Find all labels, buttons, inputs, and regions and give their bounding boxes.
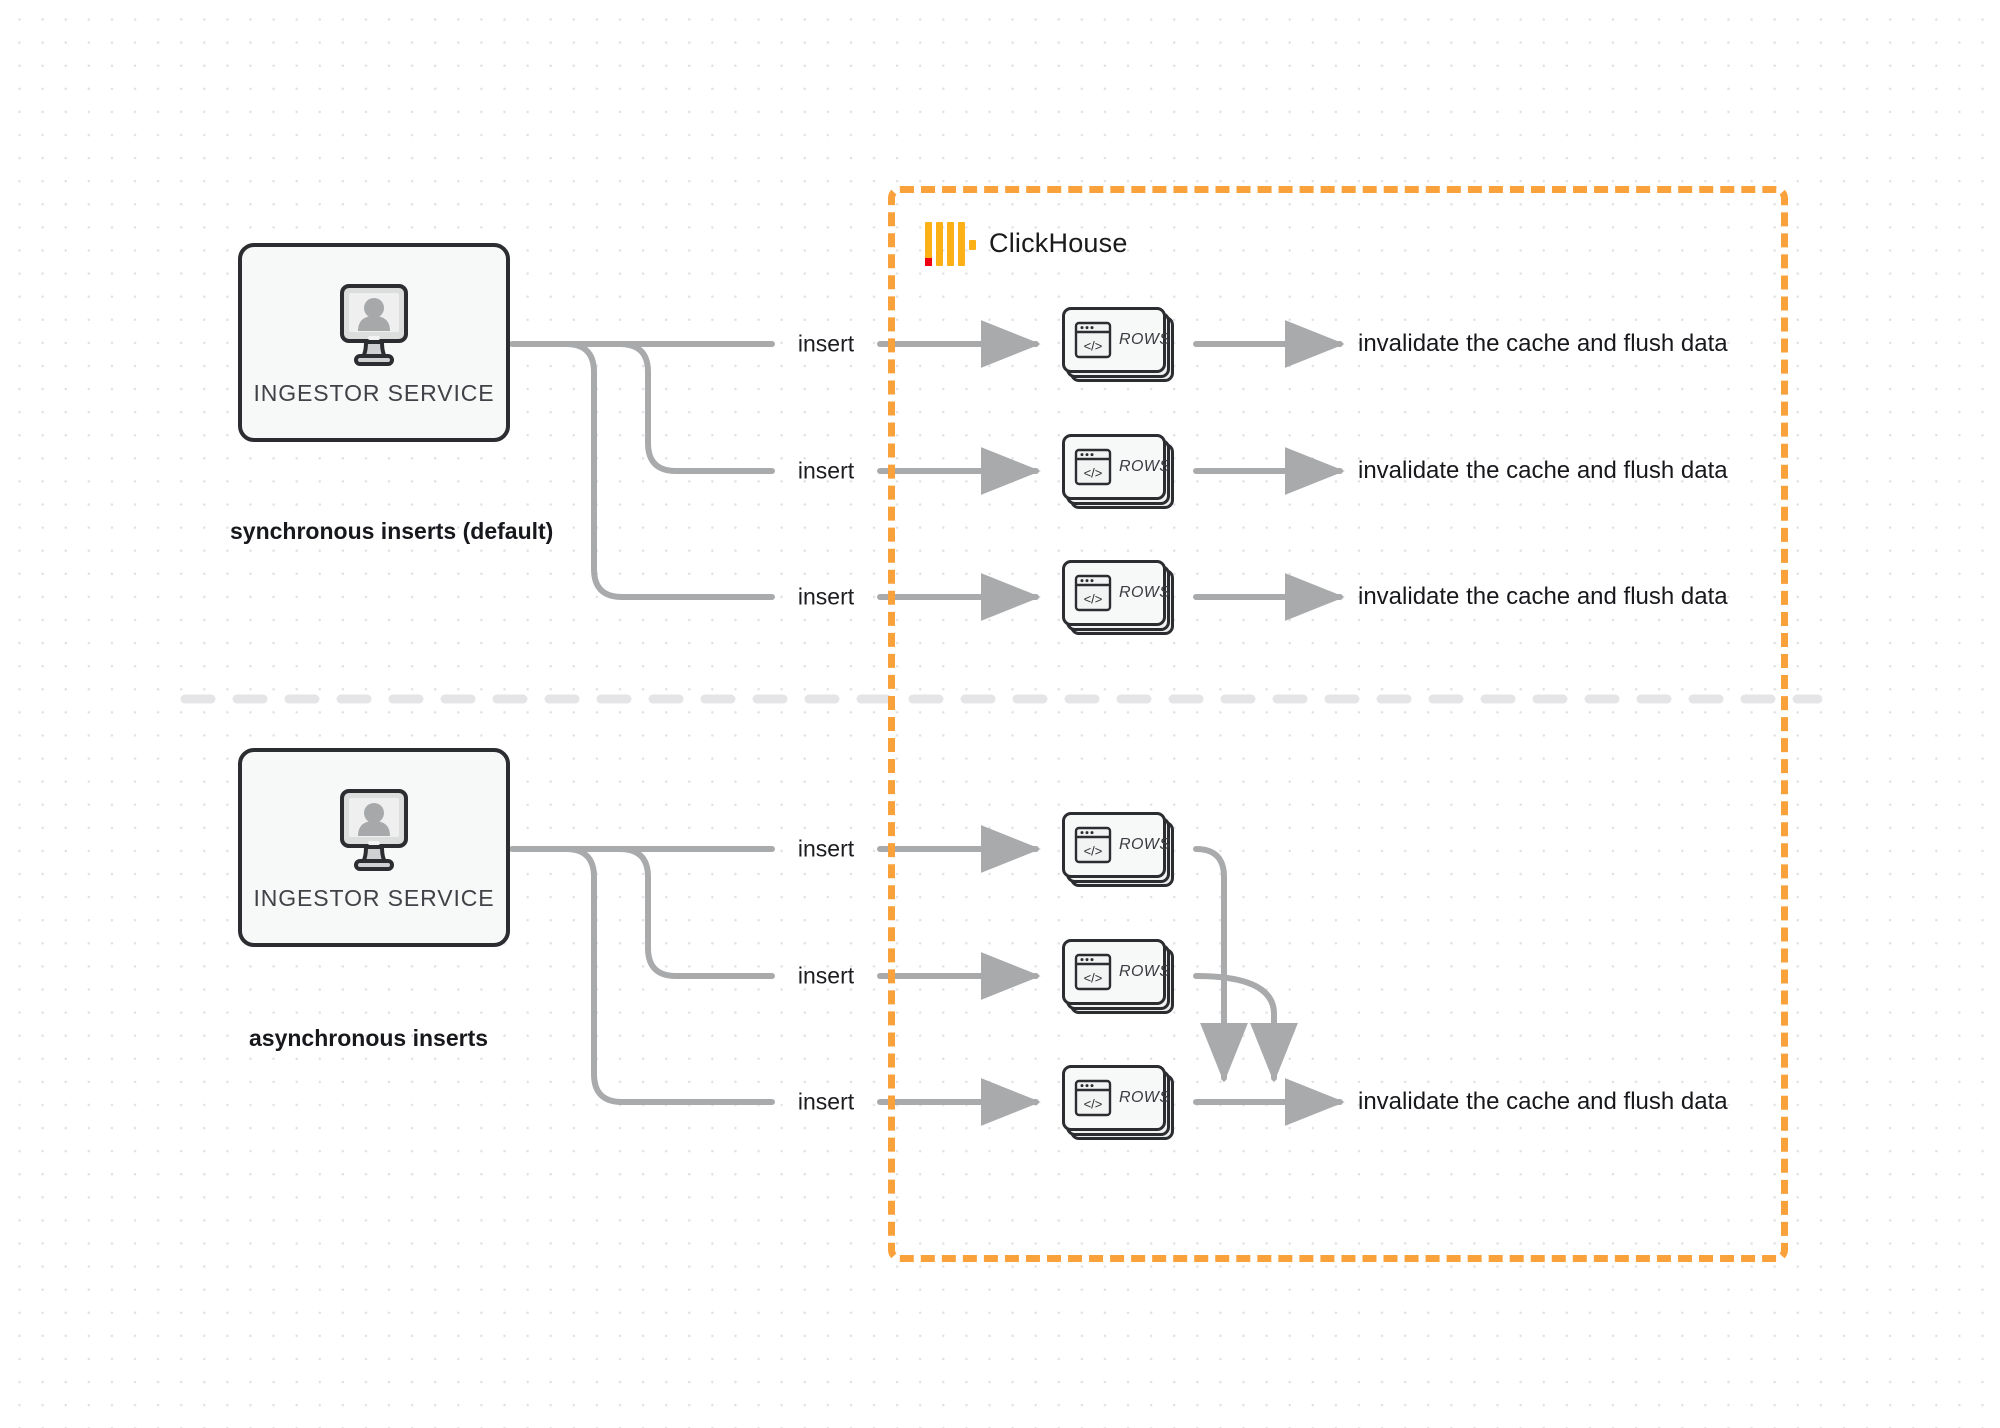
- rows-node-label: ROWS: [1119, 584, 1171, 601]
- code-window-icon: </>: [1074, 1079, 1112, 1117]
- rows-node-label: ROWS: [1119, 1089, 1171, 1106]
- rows-node-sync-3[interactable]: </> ROWS: [1062, 560, 1174, 635]
- clickhouse-header: ClickHouse: [925, 218, 1128, 268]
- ingestor-service-asynchronous[interactable]: INGESTOR SERVICE: [238, 748, 510, 947]
- edge-label-insert-async-3: insert: [797, 1088, 855, 1115]
- edge-label-insert-sync-1: insert: [797, 330, 855, 357]
- svg-text:</>: </>: [1084, 844, 1103, 859]
- ingestor-service-synchronous[interactable]: INGESTOR SERVICE: [238, 243, 510, 442]
- result-label-sync-2: invalidate the cache and flush data: [1358, 457, 1728, 484]
- rows-node-stack-front: </> ROWS: [1062, 812, 1170, 878]
- clickhouse-title: ClickHouse: [989, 227, 1128, 258]
- code-window-icon: </>: [1074, 448, 1112, 486]
- rows-node-stack-front: </> ROWS: [1062, 434, 1170, 500]
- edge-label-insert-sync-2: insert: [797, 457, 855, 484]
- rows-node-label: ROWS: [1119, 458, 1171, 475]
- code-window-icon: </>: [1074, 826, 1112, 864]
- svg-text:</>: </>: [1084, 339, 1103, 354]
- caption-asynchronous-inserts: asynchronous inserts: [249, 1025, 489, 1051]
- ingestor-service-label: INGESTOR SERVICE: [253, 380, 495, 406]
- rows-node-label: ROWS: [1119, 331, 1171, 348]
- svg-text:</>: </>: [1084, 971, 1103, 986]
- clickhouse-boundary: [888, 186, 1788, 1262]
- clickhouse-logo-icon: [925, 220, 976, 266]
- rows-node-async-1[interactable]: </> ROWS: [1062, 812, 1174, 887]
- rows-node-label: ROWS: [1119, 836, 1171, 853]
- rows-node-async-2[interactable]: </> ROWS: [1062, 939, 1174, 1014]
- rows-node-sync-1[interactable]: </> ROWS: [1062, 307, 1174, 382]
- ingestor-service-label: INGESTOR SERVICE: [253, 885, 495, 911]
- svg-text:</>: </>: [1084, 1097, 1103, 1112]
- caption-synchronous-inserts: synchronous inserts (default): [230, 518, 554, 544]
- rows-node-stack-front: </> ROWS: [1062, 307, 1170, 373]
- rows-node-label: ROWS: [1119, 963, 1171, 980]
- edge-label-insert-sync-3: insert: [797, 583, 855, 610]
- result-label-sync-1: invalidate the cache and flush data: [1358, 330, 1728, 357]
- edge-label-insert-async-2: insert: [797, 962, 855, 989]
- svg-text:</>: </>: [1084, 466, 1103, 481]
- result-label-sync-3: invalidate the cache and flush data: [1358, 583, 1728, 610]
- rows-node-sync-2[interactable]: </> ROWS: [1062, 434, 1174, 509]
- code-window-icon: </>: [1074, 321, 1112, 359]
- rows-node-async-3[interactable]: </> ROWS: [1062, 1065, 1174, 1140]
- code-window-icon: </>: [1074, 953, 1112, 991]
- code-window-icon: </>: [1074, 574, 1112, 612]
- monitor-user-icon: [324, 284, 424, 372]
- monitor-user-icon: [324, 789, 424, 877]
- result-label-async-merged: invalidate the cache and flush data: [1358, 1088, 1728, 1115]
- rows-node-stack-front: </> ROWS: [1062, 560, 1170, 626]
- rows-node-stack-front: </> ROWS: [1062, 939, 1170, 1005]
- edge-label-insert-async-1: insert: [797, 835, 855, 862]
- rows-node-stack-front: </> ROWS: [1062, 1065, 1170, 1131]
- svg-text:</>: </>: [1084, 592, 1103, 607]
